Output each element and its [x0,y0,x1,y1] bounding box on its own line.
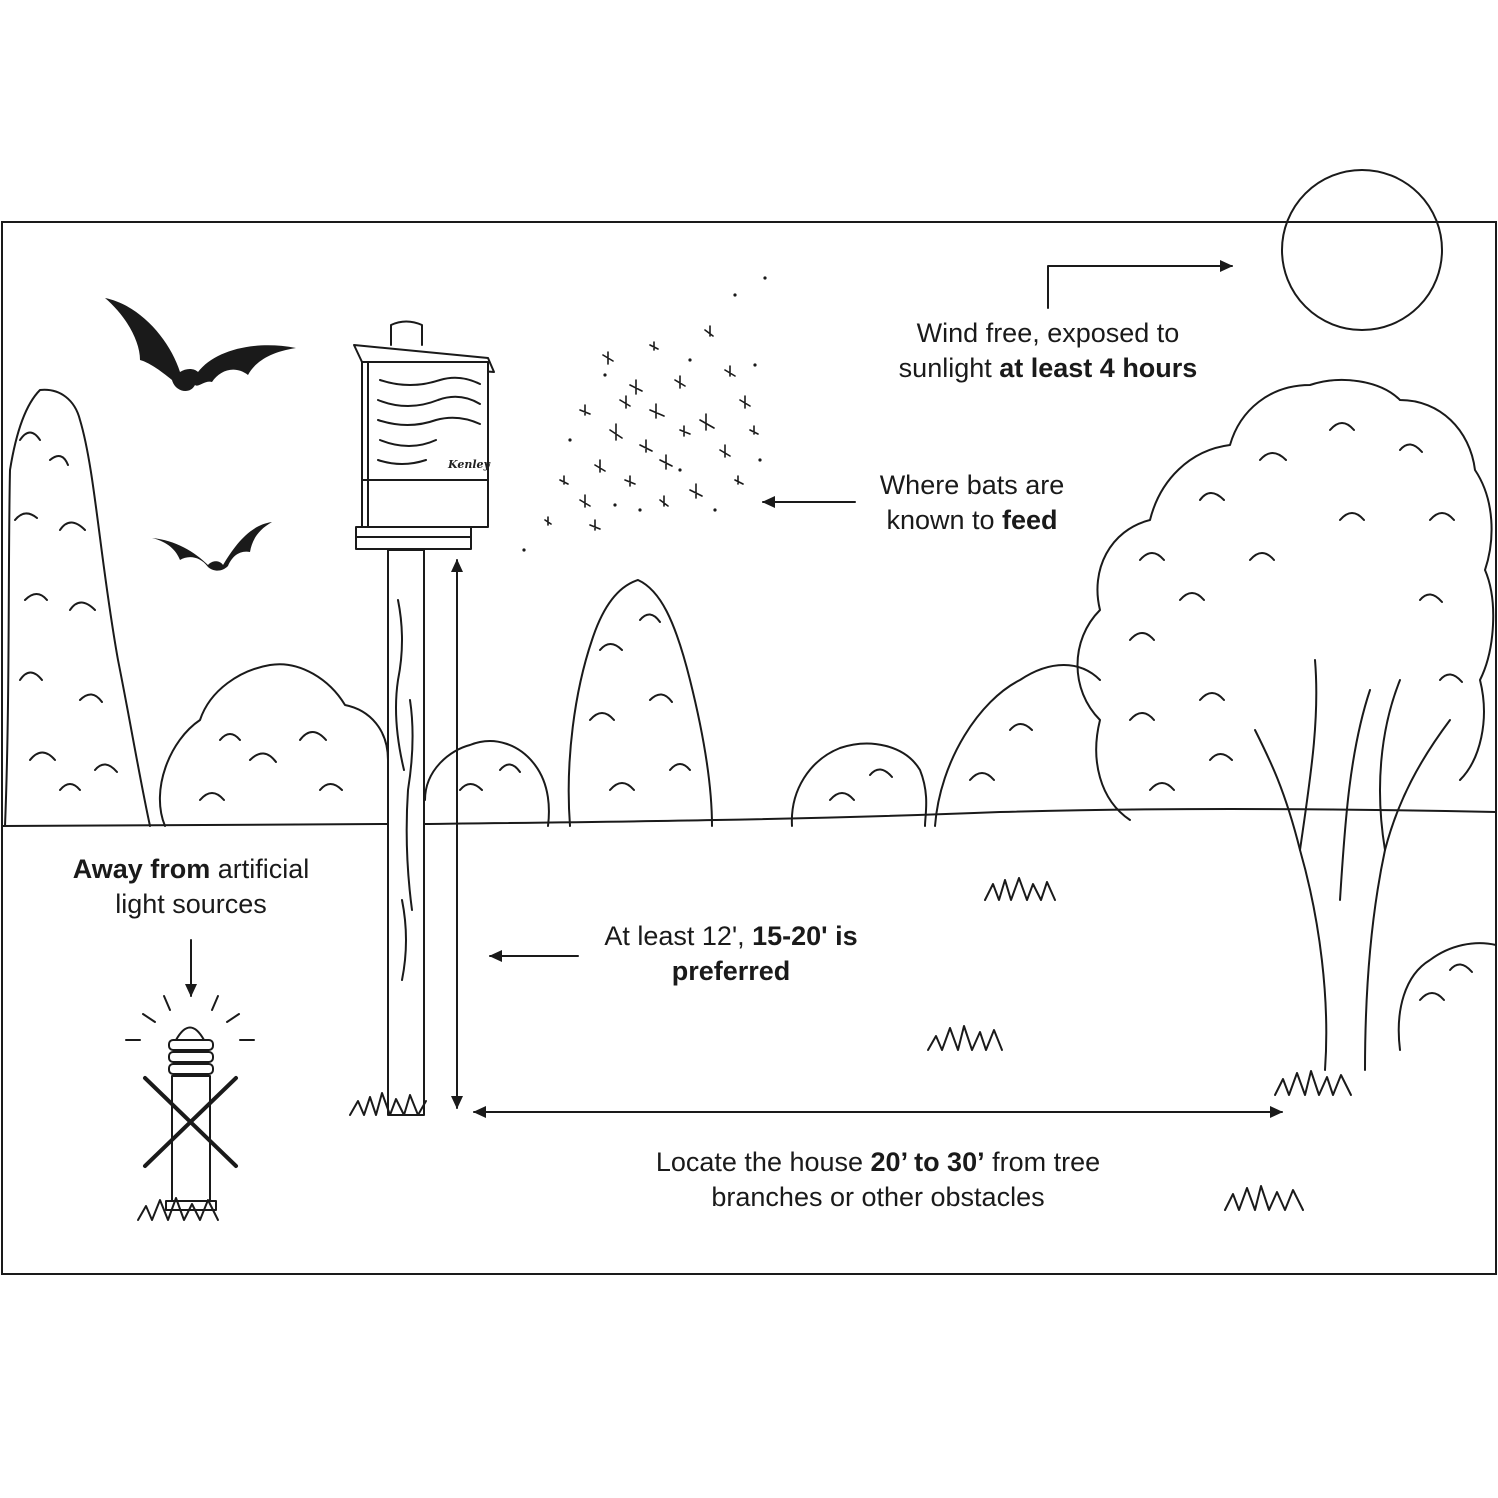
bush-icon [1397,942,1497,1051]
light-label-rest: artificial [210,854,310,884]
height-label-bold1: 15-20' is [752,921,858,951]
diagram-frame [1,221,1497,1275]
bush-icon [934,664,1101,827]
bush-icon [790,742,928,827]
post-top [390,320,423,346]
bat-house-icon [353,344,495,550]
sun-label-bold: at least 4 hours [999,353,1198,383]
bat-icon [152,522,272,571]
sun-label-line2: sunlight [898,353,1000,383]
tree-icon [567,579,713,827]
distance-label-line2: branches or other obstacles [711,1182,1045,1212]
grass-icon [984,877,1056,901]
feeding-area-label: Where bats are known to feed [850,468,1094,538]
mounting-height-label: At least 12', 15-20' is preferred [585,919,877,989]
bush-icon [424,740,550,827]
bat-house-brand: Kenley [448,458,490,471]
grass-icon [137,1197,219,1221]
bush-icon [158,663,389,827]
grass-icon [1224,1185,1304,1211]
placement-distance-label: Locate the house 20’ to 30’ from tree br… [598,1145,1158,1215]
grass-icon [927,1025,1003,1051]
sun-icon [1281,169,1443,331]
tree-icon [1076,379,1495,821]
light-source-label: Away from artificial light sources [40,852,342,922]
sun-exposure-label: Wind free, exposed to sunlight at least … [870,316,1226,386]
light-label-line2: light sources [115,889,267,919]
ground-line [1,808,1497,827]
grass-icon [1274,1070,1352,1096]
bat-icon [105,298,296,392]
feed-label-line1: Where bats are [879,470,1065,500]
sun-label-line1: Wind free, exposed to [916,318,1180,348]
grass-icon [349,1092,427,1116]
tree-icon [4,388,151,827]
distance-label-bold: 20’ to 30’ [870,1147,985,1177]
distance-label-pre: Locate the house [655,1147,871,1177]
cross-out-icon [143,1076,238,1168]
insect-swarm-icon [544,325,759,531]
light-label-bold: Away from [72,854,211,884]
feed-label-line2: known to [886,505,1003,535]
arrow-icon [1047,260,1233,309]
height-label-pre: At least 12', [604,921,753,951]
height-label-bold2: preferred [671,956,791,986]
feed-label-bold: feed [1002,505,1058,535]
distance-label-rest: from tree [984,1147,1101,1177]
